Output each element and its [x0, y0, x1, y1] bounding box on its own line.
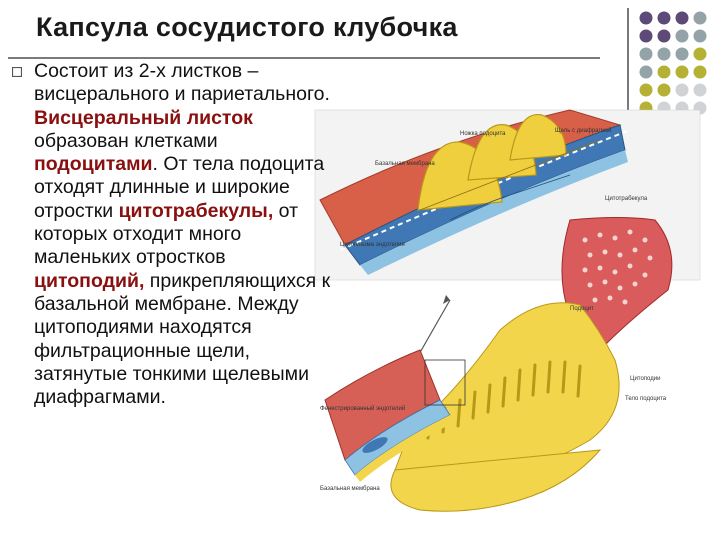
body-paragraph: Состоит из 2-х листков – висцерального и…	[34, 60, 339, 409]
svg-text:Щель с диафрагмой: Щель с диафрагмой	[555, 127, 612, 134]
capillary-section	[324, 349, 466, 482]
term-podocytes: подоцитами	[34, 153, 153, 176]
svg-text:Цитоплазма эндотелия: Цитоплазма эндотелия	[340, 242, 405, 248]
term-visceral-layer: Висцеральный листок	[34, 106, 253, 129]
body-text-part-1: Состоит из 2-х листков – висцерального и…	[34, 60, 330, 106]
dot-row-2	[639, 29, 707, 43]
dot-row-3	[639, 47, 707, 61]
inset-magnified-barrier: Ножка подоцита Щель с диафрагмой Базальн…	[314, 109, 701, 281]
podocyte-illustration: Ножка подоцита Щель с диафрагмой Базальн…	[314, 109, 701, 512]
podocyte-cell-body	[561, 217, 673, 346]
svg-text:Цитоподии: Цитоподии	[630, 376, 660, 382]
decor-horizontal-line	[8, 57, 600, 59]
svg-text:Подоцит: Подоцит	[570, 306, 594, 312]
svg-text:Фенестрированный эндотелий: Фенестрированный эндотелий	[320, 405, 405, 412]
svg-text:Цитотрабекула: Цитотрабекула	[605, 196, 648, 202]
square-bullet-icon	[12, 67, 22, 77]
svg-text:Базальная мембрана: Базальная мембрана	[320, 486, 380, 492]
podocyte-processes	[390, 302, 620, 512]
term-cytopodia: цитоподий,	[34, 269, 145, 292]
decor-vertical-line	[627, 8, 629, 138]
body-text-part-4: от которых отходит много маленьких отрос…	[34, 199, 299, 269]
svg-text:Базальная мембрана: Базальная мембрана	[375, 161, 435, 167]
dot-row-1	[639, 11, 707, 25]
slide-title: Капсула сосудистого клубочка	[36, 12, 458, 42]
body-text-part-3: . От тела подоцита отходят длинные и шир…	[34, 153, 325, 222]
decor-dot-grid	[639, 11, 707, 115]
term-cytotrabeculae: цитотрабекулы,	[118, 199, 274, 222]
body-text-part-5: прикрепляющихся к базальной мембране. Ме…	[34, 269, 331, 409]
body-text-part-2: образован клетками	[34, 129, 218, 152]
svg-text:Тело подоцита: Тело подоцита	[625, 396, 667, 402]
dot-row-4	[639, 65, 707, 79]
svg-text:Ножка подоцита: Ножка подоцита	[460, 131, 506, 137]
dot-row-5	[639, 83, 707, 97]
